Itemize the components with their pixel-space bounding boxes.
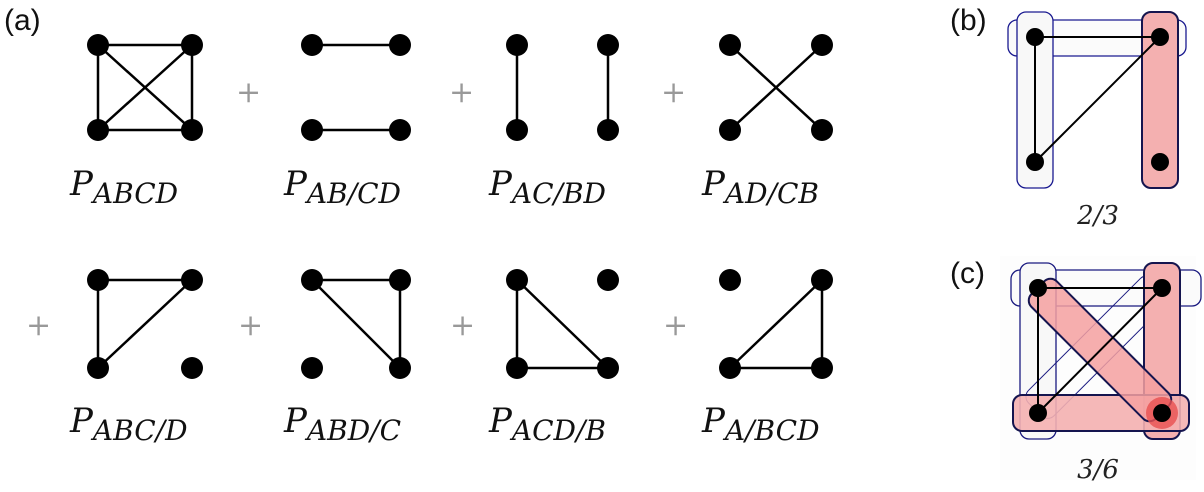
node-D: [811, 357, 833, 379]
node-A: [719, 269, 741, 291]
node-B: [389, 269, 411, 291]
node-A: [1029, 279, 1047, 297]
node-D: [1151, 153, 1169, 171]
node-C: [301, 357, 323, 379]
label-P: P: [488, 401, 513, 441]
label-subscript: AD/CB: [722, 177, 819, 210]
node-A: [301, 34, 323, 56]
label-subscript: AB/CD: [304, 177, 401, 210]
node-A: [719, 34, 741, 56]
partition-label: PACD/B: [488, 401, 606, 447]
panel-label-c: (c): [950, 257, 985, 290]
label-P: P: [283, 401, 308, 441]
partition-label: PABD/C: [283, 401, 401, 447]
graph-0: [87, 34, 203, 141]
panel-b-hypergraph: 2/3: [1007, 11, 1187, 231]
label-subscript: ACD/B: [509, 414, 606, 447]
plus-sign: +: [449, 75, 474, 110]
node-B: [597, 34, 619, 56]
node-D: [389, 119, 411, 141]
node-D: [389, 357, 411, 379]
node-B: [811, 269, 833, 291]
label-P: P: [701, 164, 726, 204]
graph-5: [301, 269, 411, 379]
partition-label: PAC/BD: [488, 164, 606, 210]
node-D: [1153, 404, 1171, 422]
node-B: [181, 34, 203, 56]
partition-label: PAB/CD: [283, 164, 401, 210]
graph-b: [1026, 28, 1169, 171]
node-C: [1029, 404, 1047, 422]
node-A: [87, 34, 109, 56]
partition-label: PAD/CB: [701, 164, 819, 210]
plus-sign: +: [26, 308, 51, 343]
graph-3: [719, 34, 833, 141]
fraction-label-c: 3/6: [1077, 455, 1119, 485]
graph-6: [506, 269, 619, 379]
plus-sign: +: [661, 75, 686, 110]
graph-1: [301, 34, 411, 141]
plus-sign: +: [236, 75, 261, 110]
node-B: [597, 269, 619, 291]
node-A: [506, 269, 528, 291]
node-B: [1153, 279, 1171, 297]
node-D: [811, 119, 833, 141]
node-B: [389, 34, 411, 56]
node-C: [506, 119, 528, 141]
edge-BC: [1034, 36, 1161, 163]
partition-label: PABCD: [69, 164, 178, 210]
node-C: [87, 357, 109, 379]
graph-c: [1029, 279, 1171, 422]
node-D: [597, 119, 619, 141]
partition-label: PA/BCD: [701, 401, 820, 447]
panel-label-b: (b): [950, 4, 987, 37]
label-P: P: [701, 401, 726, 441]
node-B: [181, 269, 203, 291]
label-subscript: ABD/C: [304, 414, 401, 447]
node-C: [87, 119, 109, 141]
label-subscript: AC/BD: [509, 177, 606, 210]
edge-BC: [1037, 287, 1163, 414]
plus-sign: +: [238, 308, 263, 343]
label-subscript: ABC/D: [90, 414, 188, 447]
graph-7: [719, 269, 833, 379]
label-P: P: [69, 164, 94, 204]
hyperedge-highlight: [1141, 11, 1179, 189]
edge-BC: [729, 44, 823, 131]
panel-c-hypergraph: 3/6: [1000, 256, 1202, 485]
node-B: [1151, 28, 1169, 46]
label-P: P: [69, 401, 94, 441]
edge-BC: [97, 44, 193, 131]
plus-sign: +: [450, 308, 475, 343]
node-D: [597, 357, 619, 379]
edge-AD: [516, 279, 609, 369]
partition-label: PABC/D: [69, 401, 188, 447]
graph-4: [87, 269, 203, 379]
node-A: [506, 34, 528, 56]
node-B: [811, 34, 833, 56]
node-C: [301, 119, 323, 141]
node-C: [719, 357, 741, 379]
label-subscript: A/BCD: [722, 414, 820, 447]
edge-BC: [97, 279, 193, 369]
edge-AD: [311, 279, 401, 369]
node-A: [1026, 28, 1044, 46]
node-C: [719, 119, 741, 141]
panel-label-a: (a): [4, 4, 41, 37]
node-A: [87, 269, 109, 291]
node-C: [1026, 153, 1044, 171]
graph-2: [506, 34, 619, 141]
label-subscript: ABCD: [90, 177, 178, 210]
node-A: [301, 269, 323, 291]
label-P: P: [488, 164, 513, 204]
plus-sign: +: [663, 308, 688, 343]
edge-BC: [729, 279, 823, 369]
node-D: [181, 119, 203, 141]
node-C: [506, 357, 528, 379]
node-D: [181, 357, 203, 379]
fraction-label-b: 2/3: [1076, 201, 1119, 231]
label-P: P: [283, 164, 308, 204]
